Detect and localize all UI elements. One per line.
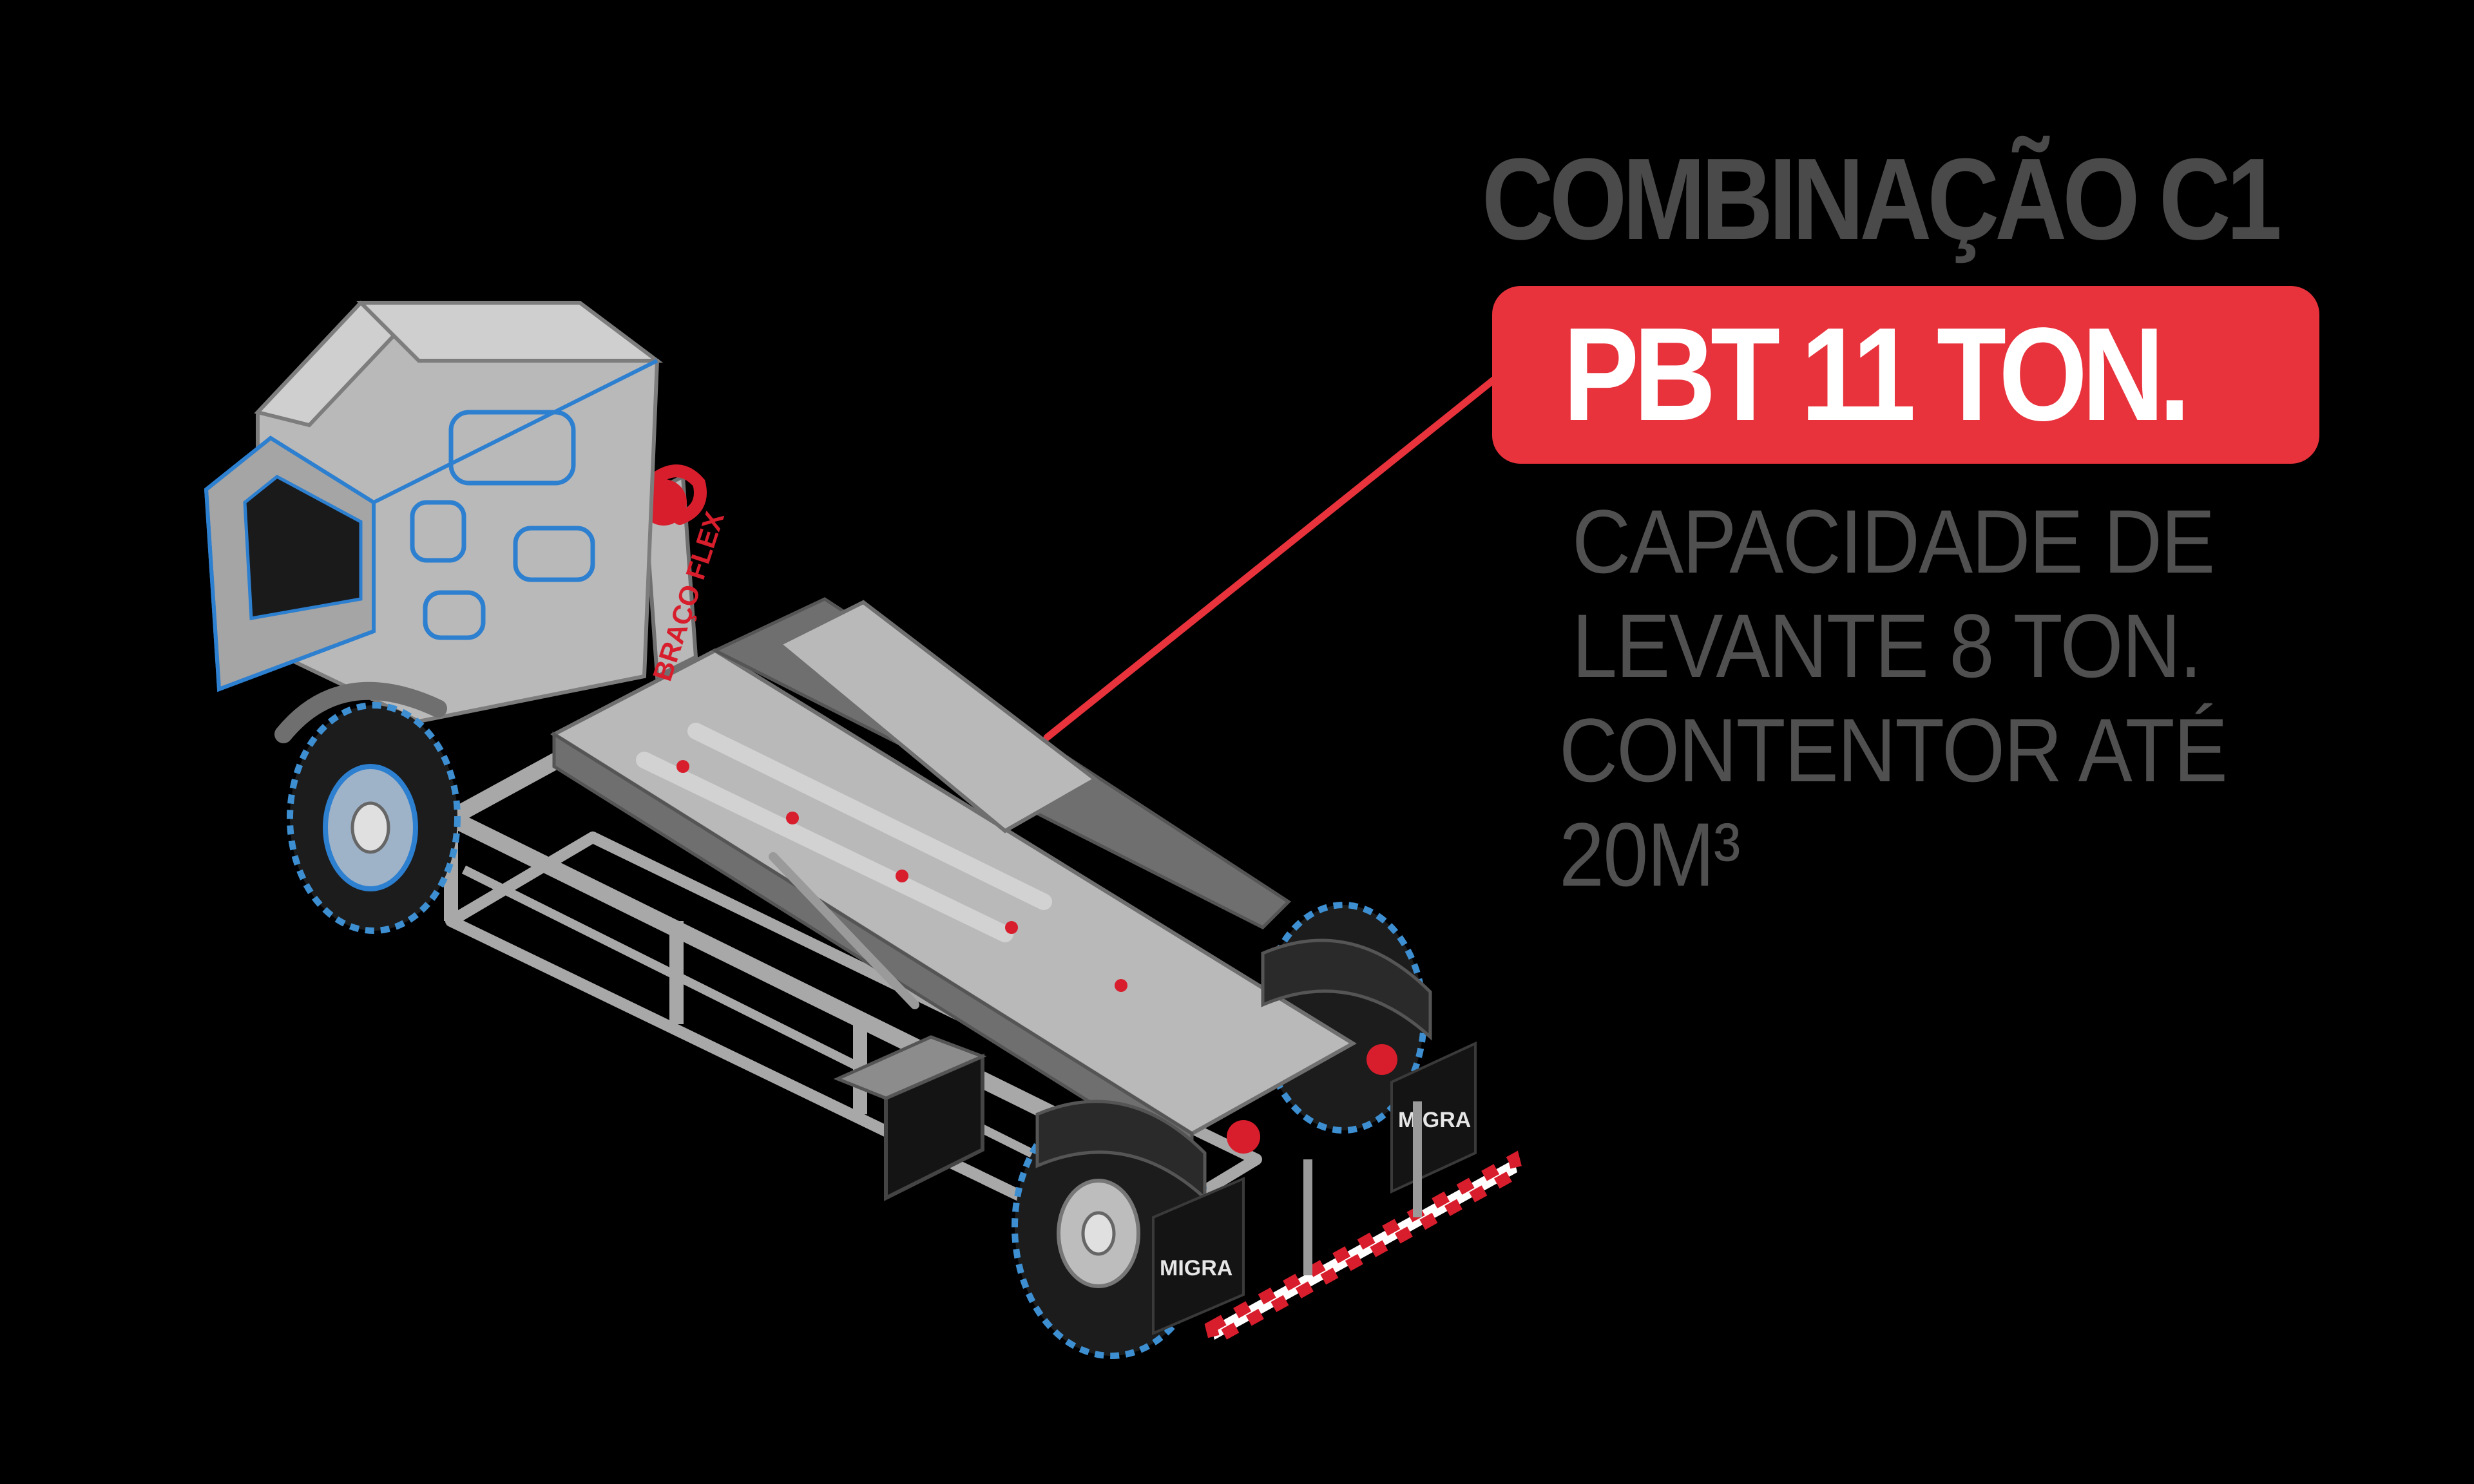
mudflap-label-right: MIGRA bbox=[1398, 1108, 1471, 1132]
hooklift-subframe bbox=[550, 597, 1357, 1169]
lift-capacity-line-1: CAPACIDADE DE bbox=[1572, 491, 2215, 592]
truck-cab bbox=[204, 300, 663, 724]
container-capacity-line-1: CONTENTOR ATÉ bbox=[1559, 699, 2228, 801]
combination-title: COMBINAÇÃO C1 bbox=[1482, 135, 2282, 264]
gvw-badge: PBT 11 TON. bbox=[1492, 286, 2319, 464]
toolbox bbox=[833, 1035, 987, 1201]
lift-capacity-text: CAPACIDADE DE LEVANTE 8 TON. bbox=[1572, 490, 2215, 698]
front-wheel bbox=[274, 681, 461, 934]
gvw-badge-label: PBT 11 TON. bbox=[1563, 300, 2191, 448]
container-capacity-line-2: 20M³ bbox=[1559, 804, 1741, 905]
callout-line bbox=[1043, 376, 1497, 741]
lift-capacity-line-2: LEVANTE 8 TON. bbox=[1572, 595, 2202, 696]
rear-assembly: MIGRA MIGRA bbox=[676, 760, 1524, 1349]
truck-frame bbox=[443, 732, 1265, 1249]
container-capacity-text: CONTENTOR ATÉ 20M³ bbox=[1559, 698, 2228, 907]
mudflap-label-left: MIGRA bbox=[1160, 1256, 1232, 1280]
